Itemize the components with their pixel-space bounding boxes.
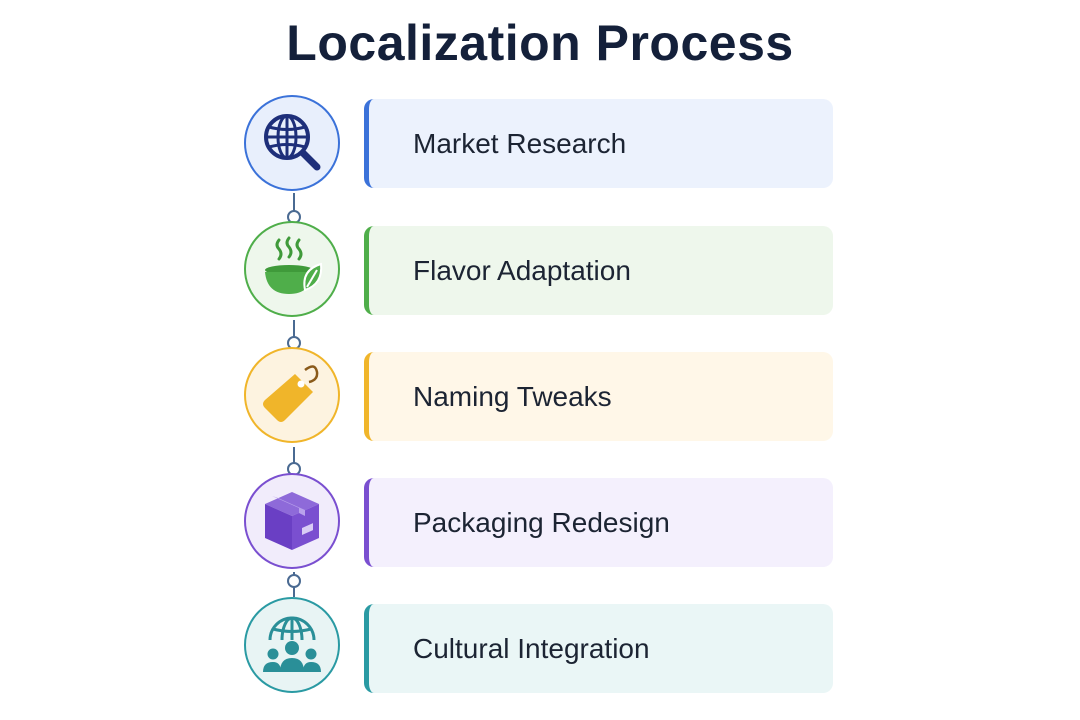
connector-dot [287,574,301,588]
connector-line [293,320,295,346]
step-label: Market Research [413,127,627,159]
step-card-flavor-adaptation: Flavor Adaptation [364,226,833,315]
step-icon-circle-cultural-integration [244,597,340,693]
globe-search-icon [264,114,321,171]
box-icon [265,492,319,550]
diagram-title: Localization Process [286,15,794,71]
globe-people-icon [263,616,321,672]
step-label: Flavor Adaptation [413,254,631,286]
step-icon-circle-naming-tweaks [244,347,340,443]
step-card-naming-tweaks: Naming Tweaks [364,352,833,441]
step-card-market-research: Market Research [364,99,833,188]
step-label: Naming Tweaks [413,380,612,412]
step-card-cultural-integration: Cultural Integration [364,604,833,693]
step-icon-circle-flavor-adaptation [244,221,340,317]
step-label: Packaging Redesign [413,506,670,538]
bowl-leaf-icon [265,236,323,294]
step-label: Cultural Integration [413,632,650,664]
step-card-packaging-redesign: Packaging Redesign [364,478,833,567]
price-tag-icon [263,365,319,422]
step-icon-circle-market-research [244,95,340,191]
connector-line [293,447,295,472]
connector-line [293,193,295,220]
step-icon-circle-packaging-redesign [244,473,340,569]
